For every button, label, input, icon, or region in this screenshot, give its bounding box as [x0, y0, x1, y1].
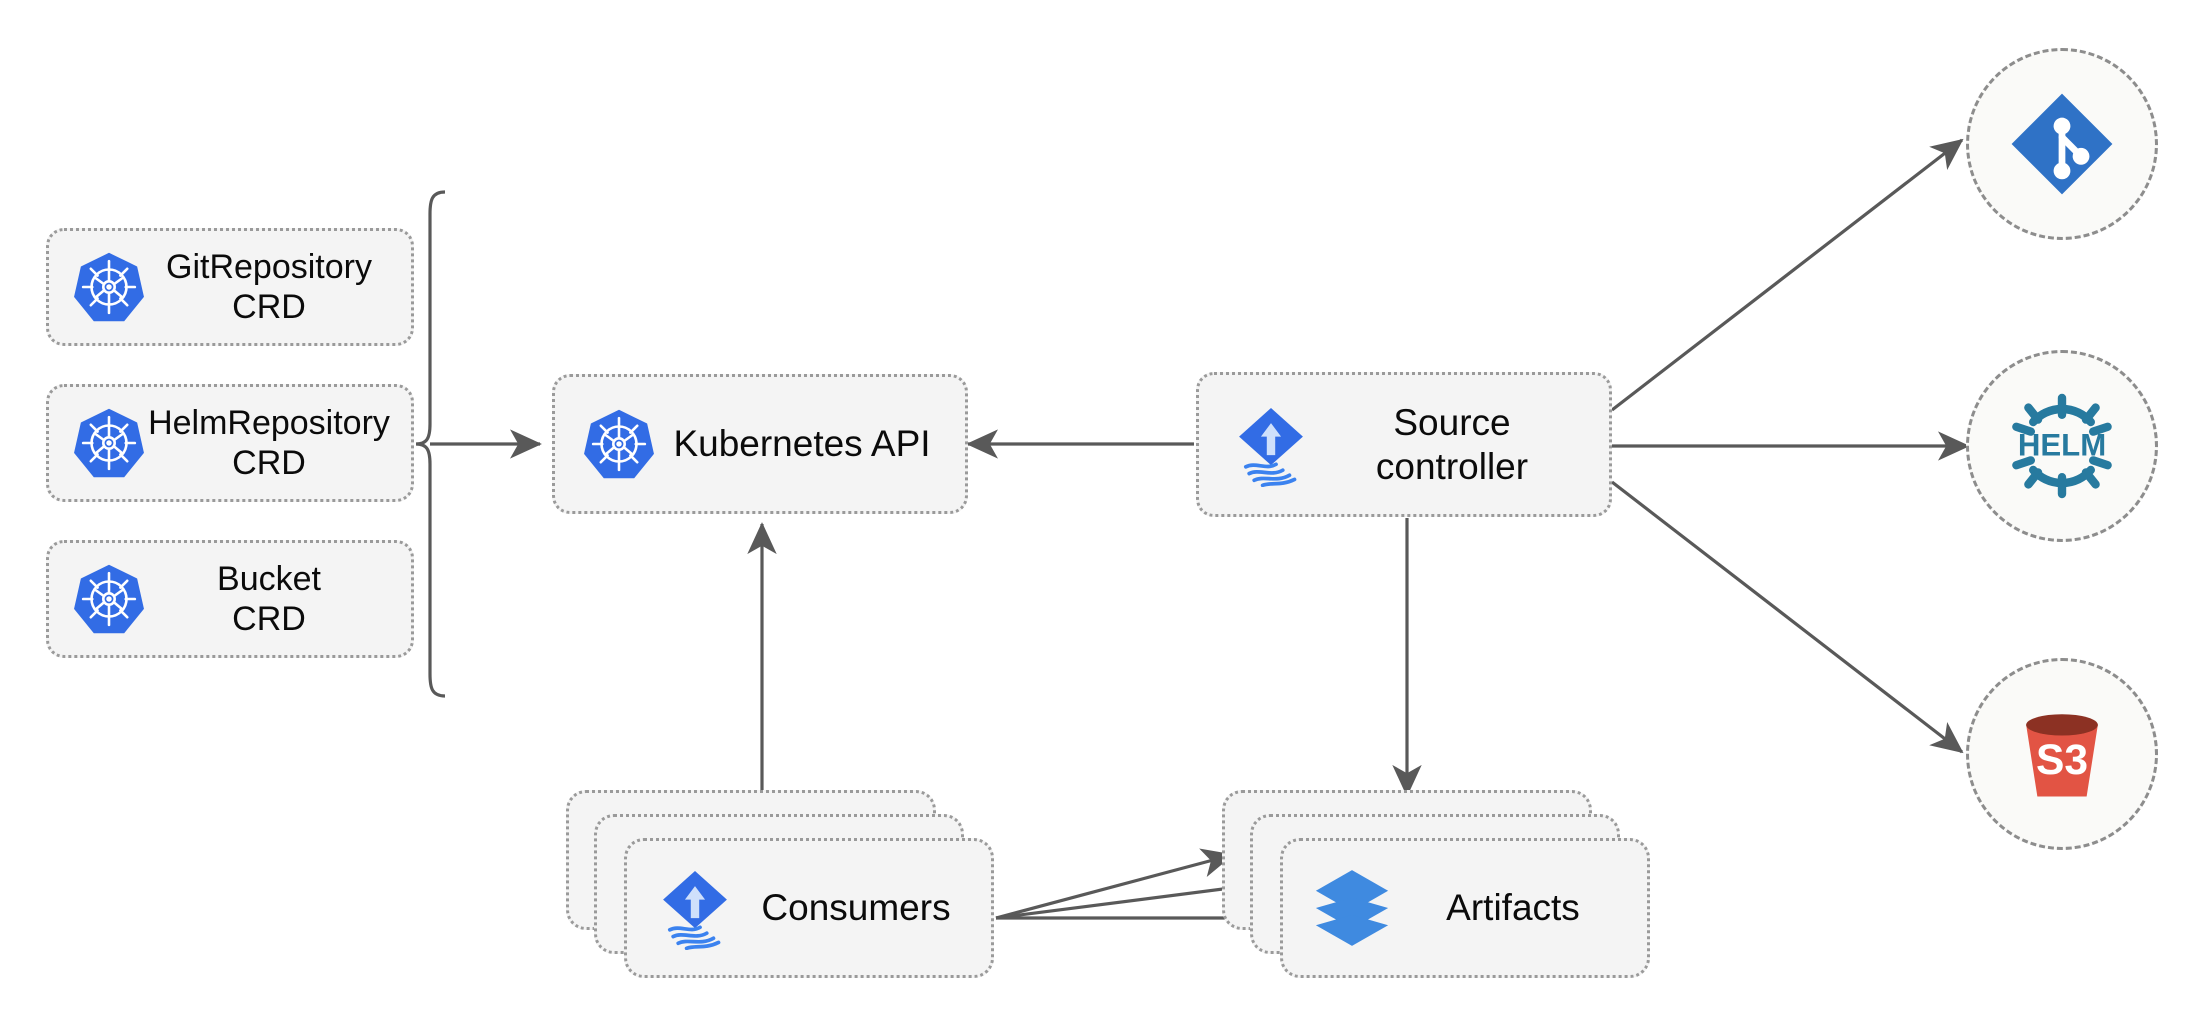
consumers-card-front[interactable]: Consumers [624, 838, 994, 978]
kubernetes-api-label: Kubernetes API [673, 423, 931, 465]
git-icon [2011, 93, 2113, 195]
artifacts-card-front[interactable]: Artifacts [1280, 838, 1650, 978]
edge-source-controller-to-s3 [1611, 480, 1964, 754]
edge-consumers-to-artifacts-1 [995, 848, 1234, 920]
helm-label: HELM [2018, 428, 2106, 463]
crd-group-bracket [415, 190, 446, 698]
source-controller-box[interactable]: Source controller [1196, 372, 1612, 517]
kubernetes-icon [74, 564, 144, 634]
helm-icon: HELM [2012, 393, 2112, 499]
endpoint-helm[interactable]: HELM [1966, 350, 2158, 542]
s3-label: S3 [2036, 736, 2088, 784]
crd-label: Bucket CRD [217, 559, 321, 638]
kubernetes-icon [584, 409, 654, 479]
crd-box-helmrepository[interactable]: HelmRepository CRD [46, 384, 414, 502]
endpoint-s3[interactable]: S3 [1966, 658, 2158, 850]
artifacts-stack[interactable]: Artifacts [1222, 790, 1682, 990]
kubernetes-api-box[interactable]: Kubernetes API [552, 374, 968, 514]
crd-label: HelmRepository CRD [148, 403, 390, 482]
endpoint-git[interactable] [1966, 48, 2158, 240]
flux-icon [1239, 407, 1303, 487]
kubernetes-icon [74, 252, 144, 322]
crd-box-gitrepository[interactable]: GitRepository CRD [46, 228, 414, 346]
flux-icon [663, 871, 727, 950]
consumers-stack[interactable]: Consumers [566, 790, 1026, 990]
crd-label: GitRepository CRD [166, 247, 372, 326]
source-controller-label: Source controller [1375, 401, 1529, 487]
edge-source-controller-to-git [1611, 138, 1964, 412]
consumers-label: Consumers [761, 887, 951, 928]
layers-icon [1315, 870, 1389, 946]
crd-box-bucket[interactable]: Bucket CRD [46, 540, 414, 658]
kubernetes-icon [74, 408, 144, 478]
artifacts-label: Artifacts [1446, 887, 1580, 928]
s3-bucket-icon: S3 [2026, 714, 2098, 797]
